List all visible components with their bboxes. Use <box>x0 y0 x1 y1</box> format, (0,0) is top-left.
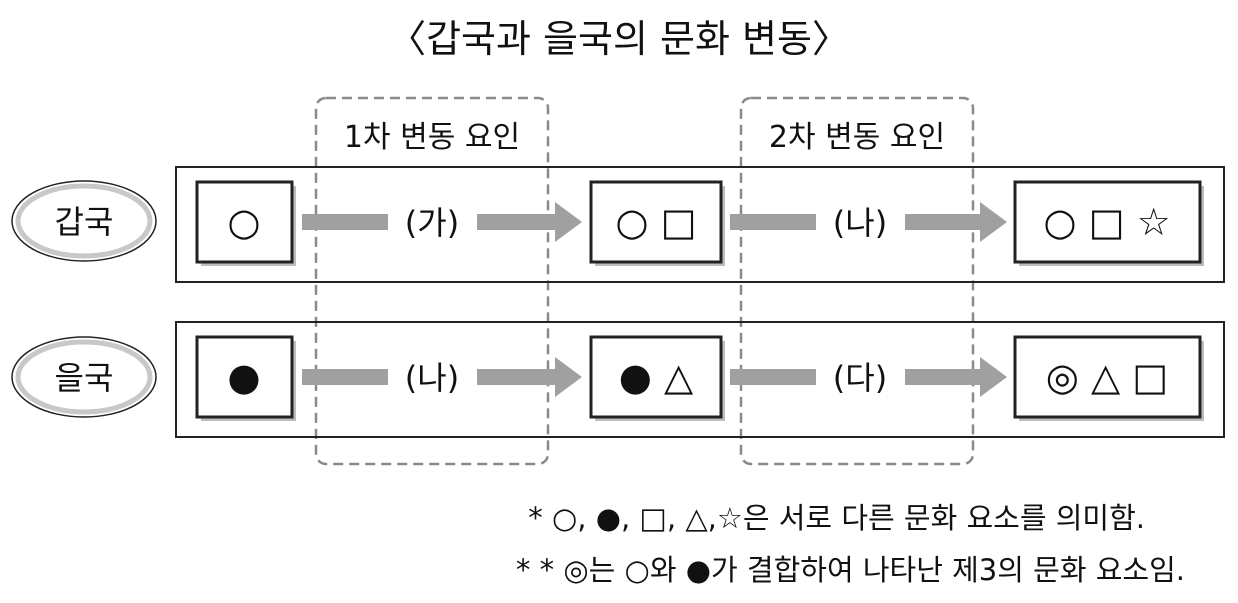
arrow-head-icon <box>555 357 582 397</box>
stage-symbols: ● <box>227 355 260 399</box>
arrow-shaft <box>302 369 388 385</box>
stage-box <box>1013 335 1202 419</box>
note-1: * ○, ●, □, △,☆은 서로 다른 문화 요소를 의미함. <box>528 501 1145 535</box>
stage-symbols: ◎ △ □ <box>1046 355 1168 399</box>
change-label: (나) <box>833 204 887 242</box>
row-gapguk: 갑국 ○ ○ □ ○ □ ☆ (가) (나) <box>11 166 1225 283</box>
stage-symbols: ○ <box>227 200 260 244</box>
factor-label-2: 2차 변동 요인 <box>769 120 945 155</box>
note-2: * * ◎는 ○와 ●가 결합하여 나타난 제3의 문화 요소임. <box>516 553 1185 587</box>
arrow-head-icon <box>980 357 1007 397</box>
stage-box <box>195 335 294 419</box>
ellipse-ring <box>15 183 153 259</box>
arrow-shaft <box>302 214 388 230</box>
arrow-shaft <box>730 214 816 230</box>
factor-label-1: 1차 변동 요인 <box>344 120 520 155</box>
stage-box <box>195 180 294 264</box>
stage-symbols: ○ □ ☆ <box>1043 200 1170 244</box>
stage-symbols: ○ □ <box>615 200 696 244</box>
stage-symbols: ● △ <box>619 355 694 399</box>
arrow-shaft <box>477 369 557 385</box>
diagram-title: 〈갑국과 을국의 문화 변동〉 <box>388 17 850 61</box>
arrow-shaft <box>905 214 982 230</box>
stage-box <box>589 335 723 419</box>
row-frame <box>175 321 1225 438</box>
change-label: (나) <box>405 359 459 397</box>
row-eulguk: 을국 ● ● △ ◎ △ □ (나) (다) <box>11 321 1225 438</box>
stage-box <box>1013 180 1202 264</box>
arrow-shaft <box>730 369 816 385</box>
country-label: 갑국 <box>55 203 114 241</box>
arrow-head-icon <box>555 202 582 242</box>
stage-box <box>589 180 723 264</box>
arrow-shaft <box>905 369 982 385</box>
change-label: (다) <box>833 359 887 397</box>
country-label: 을국 <box>55 359 114 397</box>
arrow-shaft <box>477 214 557 230</box>
arrow-head-icon <box>980 202 1007 242</box>
ellipse-ring <box>15 339 153 415</box>
row-frame <box>175 166 1225 283</box>
change-label: (가) <box>405 204 459 242</box>
